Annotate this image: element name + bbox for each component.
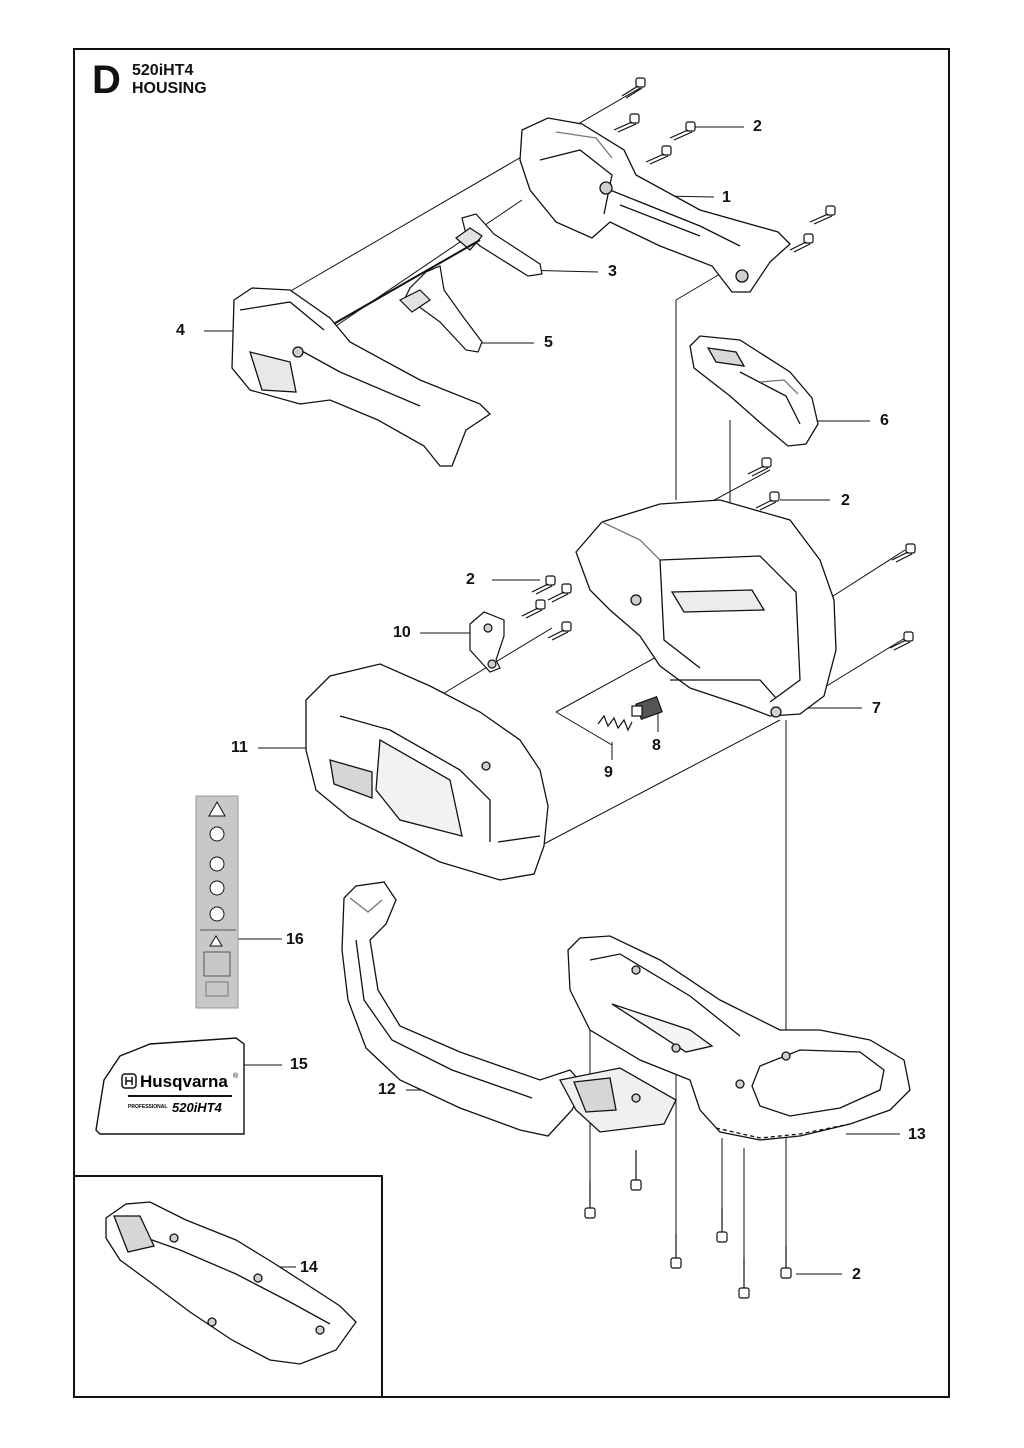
part-10-bracket	[469, 611, 505, 673]
model-name: 520iHT4	[132, 62, 194, 79]
callout-9: 9	[604, 764, 613, 781]
callout-4: 4	[176, 322, 185, 339]
callout-16: 16	[286, 931, 304, 948]
screw-icon	[584, 1180, 596, 1219]
callout-6: 6	[880, 412, 889, 429]
callout-2: 2	[753, 118, 762, 135]
screw-icon	[547, 621, 572, 641]
callout-14: 14	[300, 1259, 318, 1276]
guide-line	[281, 87, 641, 297]
section-title: HOUSING	[132, 80, 207, 97]
screw-icon	[755, 491, 780, 511]
callout-2d: 2	[852, 1266, 861, 1283]
decal-line: PROFESSIONAL	[128, 1104, 167, 1110]
part-5-trigger	[398, 265, 483, 353]
part-11-front-housing	[305, 663, 549, 881]
part-6-button-cover	[689, 335, 819, 447]
callout-3: 3	[608, 263, 617, 280]
screw-icon	[747, 457, 772, 477]
guide-line	[555, 711, 613, 746]
screw-icon	[780, 1246, 792, 1279]
part-13-rear-handle	[567, 935, 911, 1141]
callout-2c: 2	[466, 571, 475, 588]
diagram-frame	[73, 48, 950, 1398]
screw-icon	[891, 543, 916, 563]
part-7-rear-housing	[575, 499, 837, 718]
section-letter: D	[92, 58, 121, 102]
callout-12: 12	[378, 1081, 396, 1098]
callout-15: 15	[290, 1056, 308, 1073]
screw-icon	[889, 631, 914, 651]
part-15-decal	[95, 1037, 245, 1135]
part-8-switch	[631, 695, 663, 721]
screw-icon	[789, 233, 814, 253]
part-14-handle-cover	[105, 1201, 357, 1365]
part-9-spring	[597, 714, 633, 732]
screw-icon	[621, 77, 646, 99]
callout-8: 8	[652, 737, 661, 754]
screw-icon	[531, 575, 556, 595]
callout-1: 1	[722, 189, 731, 206]
screw-icon	[716, 1208, 728, 1243]
guide-line	[555, 654, 661, 713]
part-1-handle-housing	[519, 117, 791, 293]
screws	[521, 77, 916, 1299]
screw-icon	[738, 1258, 750, 1299]
part-4-handle-housing	[231, 287, 492, 467]
screw-icon	[670, 1234, 682, 1269]
part-12-front-handle	[341, 881, 677, 1137]
guide-line	[819, 637, 906, 691]
decal-model: 520iHT4	[172, 1100, 223, 1115]
callout-2b: 2	[841, 492, 850, 509]
guide-line	[829, 549, 906, 599]
callout-13: 13	[908, 1126, 926, 1143]
callout-5: 5	[544, 334, 553, 351]
screw-icon	[613, 113, 640, 133]
callout-11: 11	[231, 739, 248, 756]
guide-line	[539, 719, 781, 847]
part-16-warning-label	[195, 795, 239, 1009]
screw-icon	[630, 1150, 642, 1191]
screw-icon	[521, 599, 546, 619]
screw-icon	[547, 583, 572, 603]
screw-icon	[669, 121, 696, 141]
screw-icon	[809, 205, 836, 225]
screw-icon	[645, 145, 672, 165]
callout-7: 7	[872, 700, 881, 717]
decal-registered: ®	[233, 1072, 239, 1080]
callout-10: 10	[393, 624, 411, 641]
part-3-lever	[329, 213, 543, 327]
inset-box	[73, 1175, 383, 1398]
decal-brand: Husqvarna	[140, 1072, 228, 1091]
